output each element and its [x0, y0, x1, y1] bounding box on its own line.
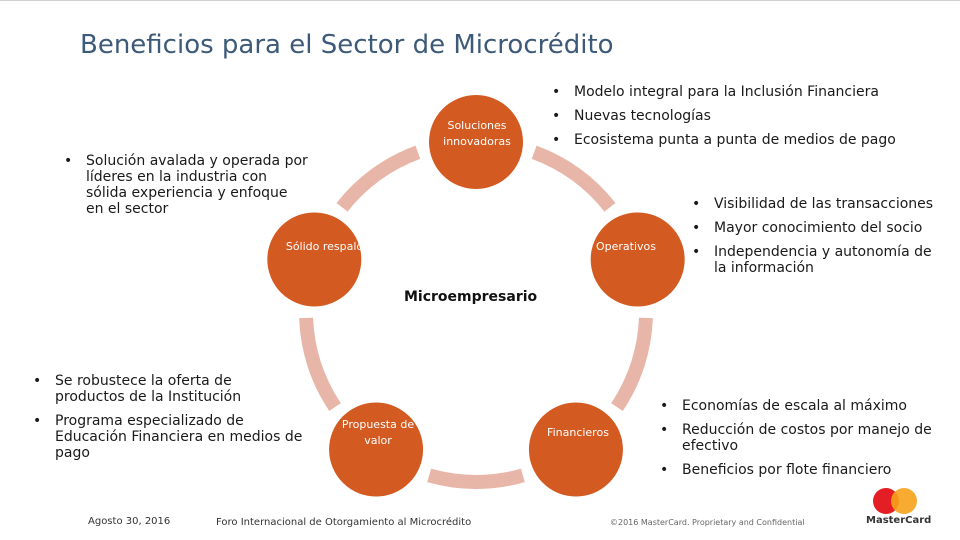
bullet-item: Ecosistema punta a punta de medios de pa… [546, 132, 946, 148]
ring-arc-2 [427, 468, 525, 489]
footer-event: Foro Internacional de Otorgamiento al Mi… [216, 517, 472, 528]
node-label-solido-respaldo: Sólido respaldo [285, 240, 371, 254]
bullet-item: Modelo integral para la Inclusión Financ… [546, 84, 946, 100]
bullet-item: Mayor conocimiento del socio [686, 220, 948, 236]
node-propuesta-de-valor [329, 402, 424, 497]
bullet-item: Economías de escala al máximo [654, 398, 944, 414]
bullet-item: Se robustece la oferta de productos de l… [27, 373, 303, 405]
page-title: Beneficios para el Sector de Microcrédit… [80, 30, 614, 60]
node-financieros [528, 402, 623, 497]
ring-arc-3 [299, 317, 341, 411]
bullets-respaldo: Solución avalada y operada por líderes e… [58, 153, 308, 225]
cycle-ring [299, 145, 653, 489]
footer-copyright: ©2016 MasterCard. Proprietary and Confid… [610, 518, 805, 527]
bullet-item: Beneficios por flote financiero [654, 462, 944, 478]
bullet-item: Solución avalada y operada por líderes e… [58, 153, 308, 217]
node-label-soluciones-innovadoras: Soluciones innovadoras [443, 119, 511, 148]
node-label-financieros: Financieros [547, 426, 609, 440]
brand-logo-text: MasterCard [866, 515, 932, 526]
top-border [0, 0, 960, 1]
bullets-financieros: Economías de escala al máximo Reducción … [654, 398, 944, 486]
ring-arc-1 [611, 317, 653, 411]
node-soluciones-innovadoras [429, 95, 523, 189]
bullet-item: Visibilidad de las transacciones [686, 196, 948, 212]
mastercard-logo-icon [873, 488, 917, 514]
cycle-nodes [267, 95, 685, 497]
center-label: Microempresario [404, 289, 538, 305]
node-operativos [590, 212, 685, 307]
footer-date: Agosto 30, 2016 [88, 516, 171, 527]
bullets-operativos: Visibilidad de las transacciones Mayor c… [686, 196, 948, 284]
bullet-item: Reducción de costos por manejo de efecti… [654, 422, 944, 454]
ring-arc-0 [531, 145, 616, 212]
node-solido-respaldo [267, 212, 362, 307]
bullets-propuesta: Se robustece la oferta de productos de l… [27, 373, 303, 469]
bullet-item: Programa especializado de Educación Fina… [27, 413, 303, 461]
bullet-item: Nuevas tecnologías [546, 108, 946, 124]
ring-arc-4 [336, 145, 421, 212]
node-label-propuesta-de-valor: Propuesta de valor [341, 418, 415, 447]
bullets-innovadoras: Modelo integral para la Inclusión Financ… [546, 84, 946, 156]
bullet-item: Independencia y autonomía de la informac… [686, 244, 948, 276]
node-label-operativos: Operativos [595, 240, 656, 254]
